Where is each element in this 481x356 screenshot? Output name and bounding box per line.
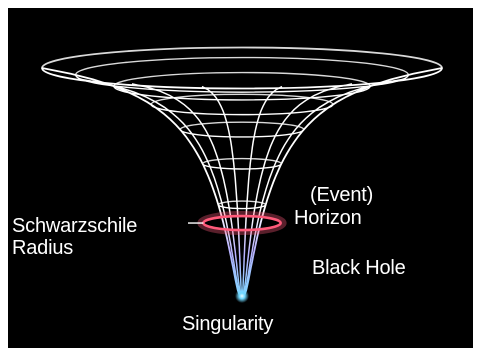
grid-rings-front bbox=[41, 67, 443, 210]
grid-ring-back bbox=[113, 71, 371, 87]
event-horizon-label-line2: Horizon bbox=[294, 207, 362, 229]
grid-ring-front bbox=[41, 67, 443, 90]
schwarzschild-label-line1: Schwarzschile bbox=[12, 215, 138, 237]
event-horizon-ring bbox=[197, 211, 287, 236]
grid-rings-back bbox=[41, 46, 443, 206]
grid-ring-back bbox=[74, 56, 410, 76]
singularity-label: Singularity bbox=[182, 313, 274, 335]
grid-meridian bbox=[77, 78, 242, 297]
schwarzschild-label-line2: Radius bbox=[12, 237, 74, 259]
grid-ring-back bbox=[150, 93, 334, 105]
diagram-panel: Schwarzschile Radius (Event) Horizon Bla… bbox=[8, 8, 473, 348]
grid-ring-front bbox=[217, 204, 267, 210]
grid-ring-front bbox=[201, 163, 283, 170]
grid-meridian bbox=[41, 67, 241, 297]
gravity-well-diagram bbox=[41, 46, 443, 303]
grid-ring-front bbox=[179, 129, 305, 138]
horizon-ring bbox=[202, 214, 282, 232]
grid-meridian bbox=[241, 85, 283, 297]
grid-ring-back bbox=[179, 121, 305, 130]
grid-meridian bbox=[243, 67, 443, 297]
grid-ring-back bbox=[201, 157, 283, 165]
event-horizon-label-line1: (Event) bbox=[310, 184, 374, 206]
grid-ring-front bbox=[150, 104, 334, 116]
grid-ring-front bbox=[74, 74, 410, 93]
grid-ring-back bbox=[41, 46, 443, 69]
grid-ring-back bbox=[217, 200, 267, 206]
black-hole-label: Black Hole bbox=[312, 257, 406, 279]
grid-ring-front bbox=[113, 86, 371, 101]
grid-meridian bbox=[201, 85, 243, 297]
singularity-point bbox=[235, 289, 249, 303]
